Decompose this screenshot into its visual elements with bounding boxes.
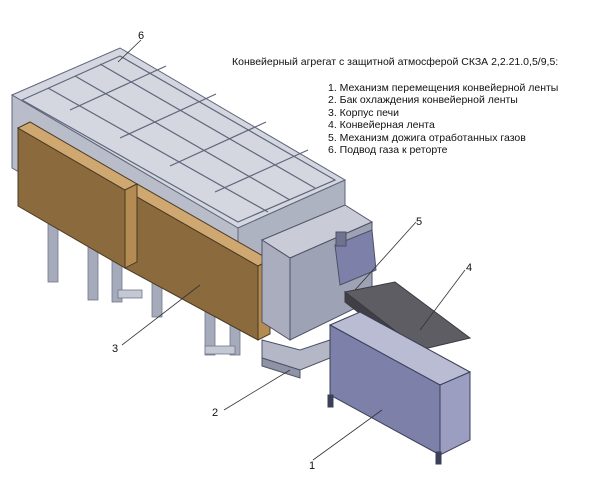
legend-item-4: 4. Конвейерная лента xyxy=(328,119,435,132)
callout-leaders xyxy=(117,39,466,461)
callout-4: 4 xyxy=(466,262,472,274)
legend-item-2: 2. Бак охлаждения конвейерной ленты xyxy=(328,94,518,107)
callout-1: 1 xyxy=(309,460,315,472)
callout-2: 2 xyxy=(212,407,218,419)
exit-chamber xyxy=(260,204,377,341)
callout-5: 5 xyxy=(416,216,422,228)
legend-item-1: 1. Механизм перемещения конвейерной лент… xyxy=(328,82,559,94)
callout-6: 6 xyxy=(138,30,144,42)
diagram-title: Конвейерный агрегат с защитной атмосферо… xyxy=(232,56,559,68)
parts-legend: 1. Механизм перемещения конвейерной лент… xyxy=(328,82,558,156)
legend-item-3: 3. Корпус печи xyxy=(328,106,399,119)
legend-item-5: 5. Механизм дожига отработанных газов xyxy=(328,131,526,144)
legend-item-6: 6. Подвод газа к реторте xyxy=(328,144,448,157)
callout-3: 3 xyxy=(112,343,118,355)
conveyor-drive-unit xyxy=(327,311,472,465)
